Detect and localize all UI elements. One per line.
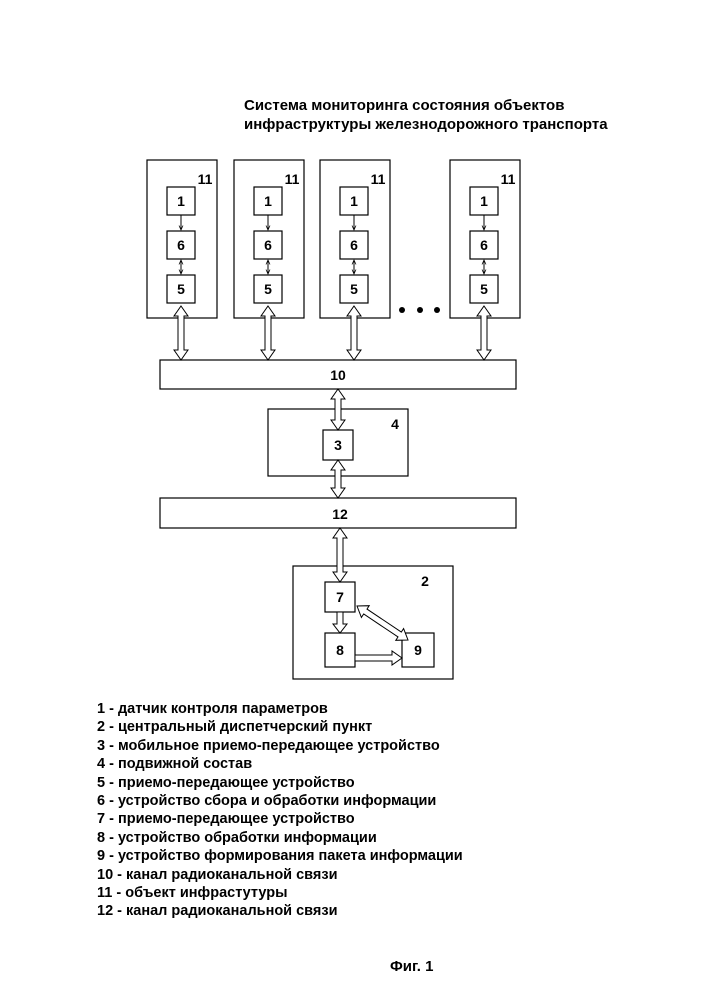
legend-item: 1 - датчик контроля параметров	[97, 700, 657, 718]
mobile-transceiver-label: 3	[334, 437, 342, 453]
infrastructure-objects: 11165111651116511165	[147, 160, 520, 318]
infrastructure-object: 11165	[147, 160, 217, 318]
packet-former-label: 9	[414, 642, 422, 658]
ellipsis-dots	[399, 307, 440, 313]
legend-item: 6 - устройство сбора и обработки информа…	[97, 792, 657, 810]
radio-channel-10-label: 10	[330, 367, 346, 383]
dispatch-centre-label: 2	[421, 573, 429, 589]
infrastructure-object: 11165	[450, 160, 520, 318]
transceiver-box-label: 5	[264, 281, 272, 297]
legend-item: 8 - устройство обработки информации	[97, 829, 657, 847]
legend-item: 5 - приемо-передающее устройство	[97, 774, 657, 792]
processor-label: 8	[336, 642, 344, 658]
object-channel-arrow	[347, 306, 361, 360]
collector-box-label: 6	[350, 237, 358, 253]
object-channel-arrow	[174, 306, 188, 360]
object-channel-arrow	[261, 306, 275, 360]
infrastructure-object: 11165	[234, 160, 304, 318]
legend-item: 9 - устройство формирования пакета инфор…	[97, 847, 657, 865]
transceiver-box-label: 5	[177, 281, 185, 297]
legend: 1 - датчик контроля параметров2 - центра…	[97, 700, 657, 921]
transceiver-box-label: 5	[480, 281, 488, 297]
legend-item: 12 - канал радиоканальной связи	[97, 902, 657, 920]
legend-item: 2 - центральный диспетчерский пункт	[97, 718, 657, 736]
transceiver-box-label: 5	[350, 281, 358, 297]
sensor-box-label: 1	[480, 193, 488, 209]
object-label: 11	[285, 171, 300, 187]
legend-item: 7 - приемо-передающее устройство	[97, 810, 657, 828]
rolling-stock-label: 4	[391, 416, 399, 432]
figure-caption: Фиг. 1	[390, 958, 433, 975]
object-label: 11	[501, 171, 516, 187]
radio-channel-12-label: 12	[332, 506, 348, 522]
object-label: 11	[371, 171, 386, 187]
legend-item: 3 - мобильное приемо-передающее устройст…	[97, 737, 657, 755]
legend-item: 4 - подвижной состав	[97, 755, 657, 773]
legend-item: 10 - канал радиоканальной связи	[97, 866, 657, 884]
infrastructure-object: 11165	[320, 160, 390, 318]
collector-box-label: 6	[264, 237, 272, 253]
channel-12-to-dispatch-arrow	[333, 528, 347, 582]
sensor-box-label: 1	[177, 193, 185, 209]
sensor-box-label: 1	[350, 193, 358, 209]
collector-box-label: 6	[480, 237, 488, 253]
collector-box-label: 6	[177, 237, 185, 253]
object-label: 11	[198, 171, 213, 187]
object-channel-arrow	[477, 306, 491, 360]
dispatch-transceiver-label: 7	[336, 589, 344, 605]
sensor-box-label: 1	[264, 193, 272, 209]
legend-item: 11 - объект инфрастутуры	[97, 884, 657, 902]
block-diagram: 11165111651116511165 10 4 3 12 2 7 8 9	[0, 0, 707, 700]
